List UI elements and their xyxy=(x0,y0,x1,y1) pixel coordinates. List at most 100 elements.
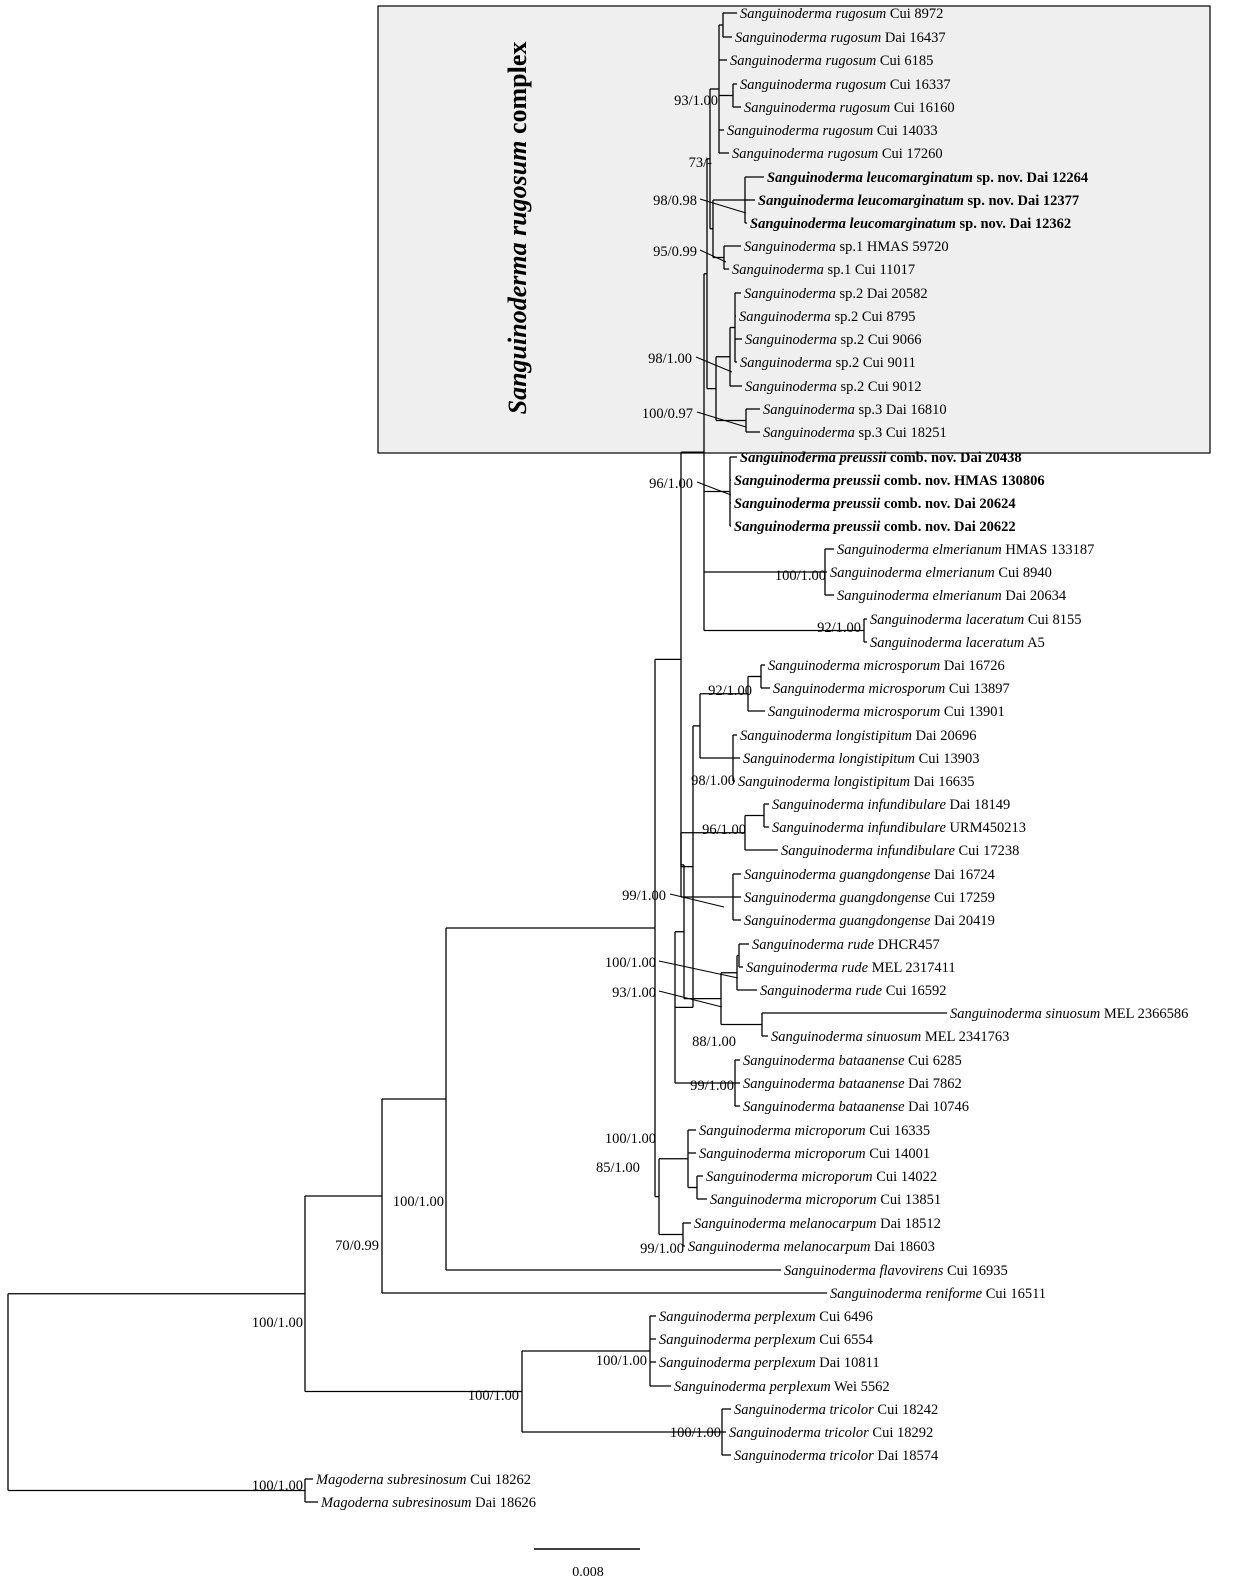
tip-label: Sanguinoderma rugosum Dai 16437 xyxy=(735,30,946,46)
taxon-name: microporum xyxy=(791,1146,866,1162)
voucher-id: A5 xyxy=(1024,635,1045,651)
voucher-id: Dai 12377 xyxy=(1014,193,1079,209)
voucher-id: sp.2 xyxy=(836,286,863,302)
tip-labels: Sanguinoderma rugosum Cui 8972Sanguinode… xyxy=(315,6,1188,1511)
taxon-name: Sanguinoderma xyxy=(694,1216,786,1232)
tip-label: Sanguinoderma rugosum Cui 17260 xyxy=(732,146,943,162)
voucher-id: MEL 2341763 xyxy=(921,1029,1009,1045)
voucher-id: URM450213 xyxy=(946,820,1026,836)
support-value: 96/1.00 xyxy=(702,822,746,838)
taxon-name: leucomarginatum xyxy=(863,170,973,186)
voucher-id: comb. nov. xyxy=(886,450,956,466)
taxon-name: microporum xyxy=(791,1123,866,1139)
taxon-name: Sanguinoderma xyxy=(745,379,837,395)
voucher-id: sp.2 xyxy=(831,309,858,325)
voucher-id: HMAS 130806 xyxy=(950,473,1044,489)
tip-label: Sanguinoderma laceratum Cui 8155 xyxy=(870,612,1081,628)
voucher-id: Cui 18242 xyxy=(874,1402,938,1418)
support-leader-lines xyxy=(658,198,747,1008)
tip-label: Sanguinoderma perplexum Wei 5562 xyxy=(674,1379,890,1395)
taxon-name: reniforme xyxy=(922,1286,983,1302)
tip-label: Magoderna subresinosum Cui 18262 xyxy=(315,1472,531,1488)
tip-label: Sanguinoderma microsporum Dai 16726 xyxy=(768,658,1005,674)
taxon-name: Sanguinoderma xyxy=(699,1146,791,1162)
voucher-id: sp.2 xyxy=(837,332,864,348)
support-leader-line xyxy=(696,411,747,428)
voucher-id: sp.3 xyxy=(855,402,882,418)
voucher-id: Dai 16635 xyxy=(910,774,974,790)
taxon-name: Sanguinoderma xyxy=(837,542,929,558)
taxon-name: Sanguinoderma xyxy=(744,286,836,302)
taxon-name: Sanguinoderma xyxy=(744,239,836,255)
voucher-id: Cui 14022 xyxy=(873,1169,937,1185)
voucher-id: Dai 20622 xyxy=(950,519,1015,535)
support-value: 95/0.99 xyxy=(653,244,697,260)
taxon-name: Sanguinoderma xyxy=(837,588,929,604)
voucher-id: sp. nov. xyxy=(964,193,1014,209)
taxon-name: microporum xyxy=(798,1169,873,1185)
taxon-name: guangdongense xyxy=(836,867,931,883)
taxon-name: perplexum xyxy=(751,1332,816,1348)
tip-label: Sanguinoderma melanocarpum Dai 18512 xyxy=(694,1216,941,1232)
taxon-name: longistipitum xyxy=(830,774,910,790)
taxon-name: Magoderna xyxy=(315,1472,384,1488)
voucher-id: Cui 16935 xyxy=(943,1263,1007,1279)
voucher-id: Dai 20696 xyxy=(912,728,976,744)
tip-label: Sanguinoderma preussii comb. nov. Dai 20… xyxy=(734,519,1016,535)
voucher-id: MEL 2366586 xyxy=(1100,1006,1188,1022)
voucher-id: Dai 16810 xyxy=(882,402,946,418)
taxon-name: rugosum xyxy=(819,123,873,139)
taxon-name: elmerianum xyxy=(929,542,1002,558)
taxon-name: Sanguinoderma xyxy=(830,565,922,581)
tip-label: Sanguinoderma melanocarpum Dai 18603 xyxy=(688,1239,935,1255)
voucher-id: sp.2 xyxy=(832,355,859,371)
taxon-name: rugosum xyxy=(832,6,886,22)
complex-label-plain: complex xyxy=(503,42,532,141)
support-leader-line xyxy=(699,249,727,263)
support-value: 98/0.98 xyxy=(653,193,697,209)
taxon-name: Sanguinoderma xyxy=(773,681,865,697)
tip-label: Sanguinoderma tricolor Dai 18574 xyxy=(734,1448,939,1464)
voucher-id: Cui 8940 xyxy=(995,565,1052,581)
tip-label: Sanguinoderma microsporum Cui 13901 xyxy=(768,704,1005,720)
taxon-name: Sanguinoderma xyxy=(744,890,836,906)
support-value: 100/1.00 xyxy=(775,568,826,584)
voucher-id: Cui 6185 xyxy=(876,53,933,69)
taxon-name: longistipitum xyxy=(835,751,915,767)
taxon-name: preussii xyxy=(830,519,880,535)
tip-label: Sanguinoderma tricolor Cui 18242 xyxy=(734,1402,938,1418)
scale-bar-label: 0.008 xyxy=(572,1565,604,1580)
voucher-id: Dai 10811 xyxy=(816,1355,880,1371)
tip-label: Sanguinoderma bataanense Dai 10746 xyxy=(743,1099,969,1115)
voucher-id: Cui 17260 xyxy=(878,146,942,162)
taxon-name: Sanguinoderma xyxy=(760,983,852,999)
taxon-name: tricolor xyxy=(821,1425,869,1441)
taxon-name: microporum xyxy=(802,1192,877,1208)
taxon-name: Sanguinoderma xyxy=(950,1006,1042,1022)
voucher-id: Cui 18262 xyxy=(467,1472,531,1488)
taxon-name: Sanguinoderma xyxy=(743,1076,835,1092)
tip-label: Sanguinoderma sp.2 Cui 9012 xyxy=(745,379,921,395)
taxon-name: Sanguinoderma xyxy=(732,262,824,278)
tip-label: Sanguinoderma rude DHCR457 xyxy=(752,937,940,953)
tip-label: Sanguinoderma rugosum Cui 16160 xyxy=(744,100,955,116)
taxon-name: Sanguinoderma xyxy=(699,1123,791,1139)
taxon-name: Sanguinoderma xyxy=(706,1169,798,1185)
voucher-id: Dai 18626 xyxy=(472,1495,536,1511)
taxon-name: guangdongense xyxy=(836,913,931,929)
complex-label-italic: Sanguinoderma rugosum xyxy=(503,141,532,415)
tip-label: Sanguinoderma flavovirens Cui 16935 xyxy=(784,1263,1008,1279)
taxon-name: Sanguinoderma xyxy=(830,1286,922,1302)
voucher-id: Cui 16511 xyxy=(982,1286,1046,1302)
tip-label: Sanguinoderma elmerianum Dai 20634 xyxy=(837,588,1067,604)
taxon-name: Sanguinoderma xyxy=(750,216,846,232)
tip-label: Sanguinoderma preussii comb. nov. Dai 20… xyxy=(734,496,1016,512)
taxon-name: leucomarginatum xyxy=(854,193,964,209)
taxon-name: Sanguinoderma xyxy=(771,1029,863,1045)
tip-label: Sanguinoderma sp.2 Cui 9011 xyxy=(740,355,916,371)
voucher-id: Dai 18149 xyxy=(946,797,1010,813)
taxon-name: microsporum xyxy=(860,658,940,674)
voucher-id: Cui 16335 xyxy=(866,1123,930,1139)
voucher-id: Dai 10746 xyxy=(905,1099,969,1115)
taxon-name: bataanense xyxy=(835,1099,905,1115)
